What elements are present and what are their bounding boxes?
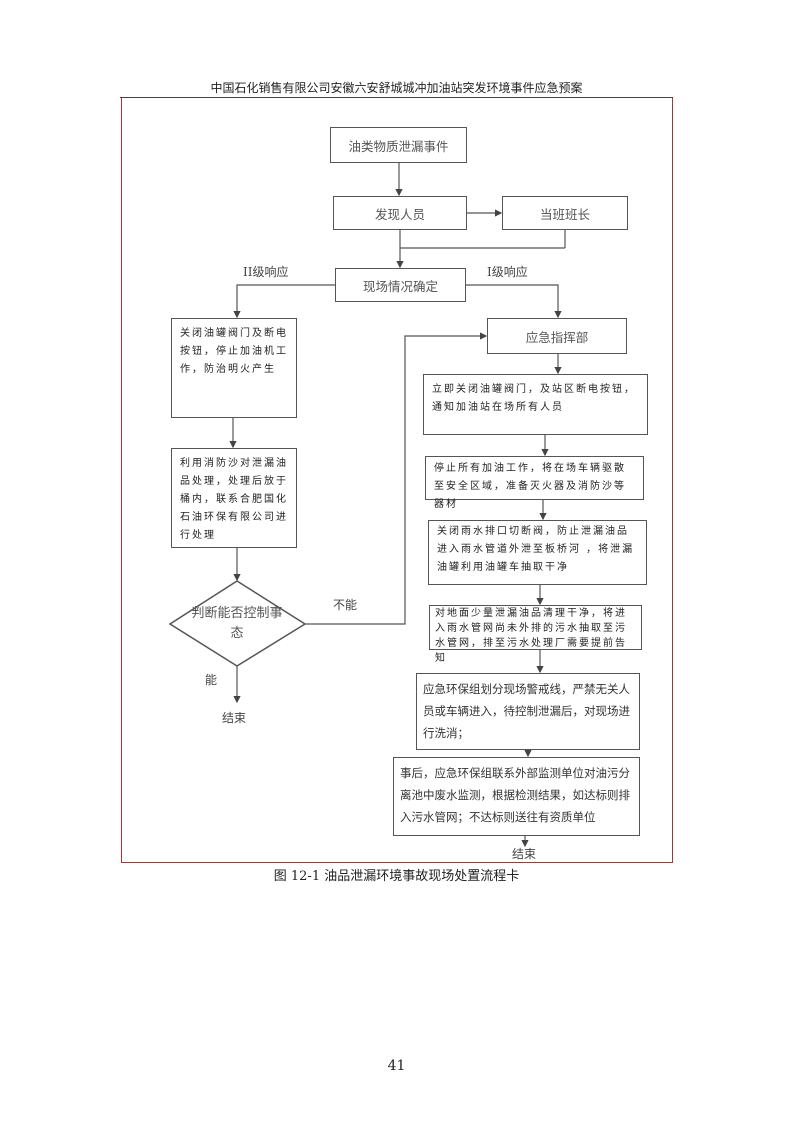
right-step-3: 关闭雨水排口切断阀，防止泄漏油品进入雨水管道外泄至板桥河 ，将泄漏油罐利用油罐车… (428, 520, 647, 585)
left-step-1: 关闭油罐阀门及断电按钮，停止加油机工作，防治明火产生 (171, 318, 297, 418)
right-step-4: 对地面少量泄漏油品清理干净，将进入雨水管网尚未外排的污水抽取至污水管网，排至污水… (429, 605, 642, 664)
page-header: 中国石化销售有限公司安徽六安舒城城冲加油站突发环境事件应急预案 (210, 81, 583, 95)
confirm-box: 现场情况确定 (335, 268, 466, 302)
shift-leader-box: 当班班长 (502, 196, 628, 230)
figure-caption: 图 12-1 油品泄漏环境事故现场处置流程卡 (273, 869, 520, 884)
page-number: 41 (387, 1058, 406, 1074)
discoverer-box: 发现人员 (333, 196, 467, 230)
can-label: 能 (205, 673, 218, 687)
cannot-label: 不能 (333, 598, 358, 612)
right-step-1: 立即关闭油罐阀门，及站区断电按钮，通知加油站在场所有人员 (423, 374, 648, 435)
end-right: 结束 (512, 847, 537, 861)
header-rule (120, 97, 673, 98)
decision-diamond (168, 580, 307, 667)
decision-label: 判断能否控制事态 (191, 606, 283, 641)
right-step-5: 应急环保组划分现场警戒线，严禁无关人员或车辆进入，待控制泄漏后，对现场进行洗消； (416, 673, 640, 750)
start-box: 油类物质泄漏事件 (330, 127, 467, 163)
flowchart-frame (121, 98, 673, 863)
level2-label: II级响应 (243, 265, 289, 279)
level1-label: I级响应 (487, 265, 528, 279)
command-box: 应急指挥部 (487, 318, 627, 354)
right-step-2: 停止所有加油工作，将在场车辆驱散至安全区域，准备灭火器及消防沙等器材 (425, 456, 644, 510)
end-left: 结束 (222, 711, 247, 725)
right-step-6: 事后，应急环保组联系外部监测单位对油污分离池中废水监测，根据检测结果，如达标则排… (393, 757, 640, 836)
left-step-2: 利用消防沙对泄漏油品处理，处理后放于桶内，联系合肥国化石油环保有限公司进行处理 (171, 448, 297, 548)
